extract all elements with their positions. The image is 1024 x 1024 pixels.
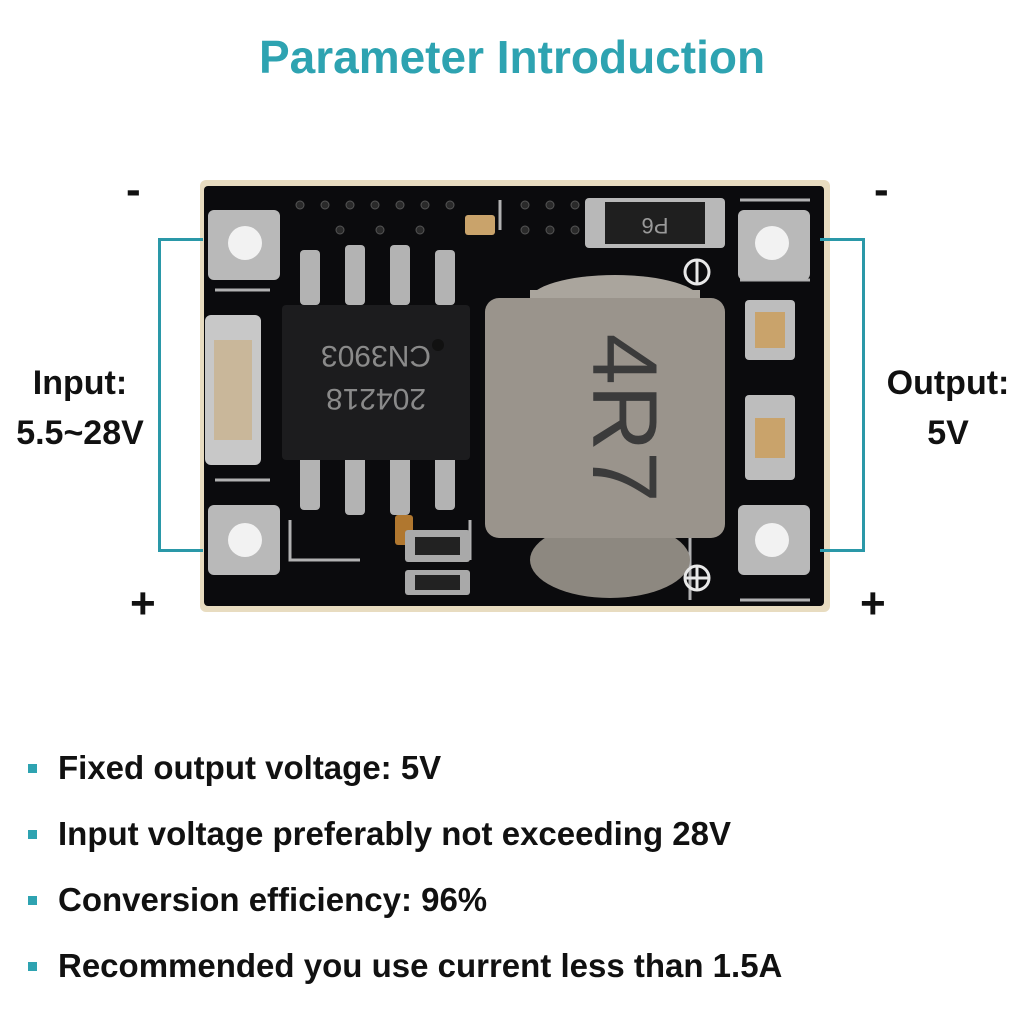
- list-item: Input voltage preferably not exceeding 2…: [24, 806, 1004, 872]
- feature-text: Conversion efficiency: 96%: [58, 881, 488, 918]
- input-minus-sign: -: [126, 165, 141, 214]
- input-label-title: Input:: [32, 364, 128, 402]
- chip-marking-line2: CN3903: [321, 339, 431, 372]
- bullet-icon: [28, 962, 37, 971]
- feature-list: Fixed output voltage: 5V Input voltage p…: [24, 740, 1004, 1004]
- chip-marking-line1: 204218: [326, 382, 426, 415]
- feature-text: Fixed output voltage: 5V: [58, 749, 442, 786]
- feature-text: Input voltage preferably not exceeding 2…: [58, 815, 732, 852]
- list-item: Fixed output voltage: 5V: [24, 740, 1004, 806]
- output-bracket: [820, 238, 865, 552]
- bullet-icon: [28, 830, 37, 839]
- buck-converter-board-image: 204218 CN3903 P6 4R7: [200, 180, 830, 612]
- board-diagram: 204218 CN3903 P6 4R7: [0, 165, 1024, 628]
- output-plus-sign: +: [860, 579, 886, 628]
- output-voltage: 5V: [927, 414, 969, 452]
- page-title: Parameter Introduction: [258, 31, 766, 83]
- input-label: Input: 5.5~28V: [0, 358, 160, 458]
- input-bracket: [158, 238, 203, 552]
- input-voltage-range: 5.5~28V: [16, 414, 144, 452]
- output-minus-sign: -: [874, 165, 889, 214]
- output-label: Output: 5V: [872, 358, 1024, 458]
- bullet-icon: [28, 764, 37, 773]
- input-plus-sign: +: [130, 579, 156, 628]
- bullet-icon: [28, 896, 37, 905]
- list-item: Conversion efficiency: 96%: [24, 872, 1004, 938]
- inductor-marking: 4R7: [573, 334, 675, 503]
- diode-marking: P6: [642, 213, 669, 238]
- feature-text: Recommended you use current less than 1.…: [58, 947, 783, 984]
- list-item: Recommended you use current less than 1.…: [24, 938, 1004, 1004]
- output-label-title: Output:: [886, 364, 1010, 402]
